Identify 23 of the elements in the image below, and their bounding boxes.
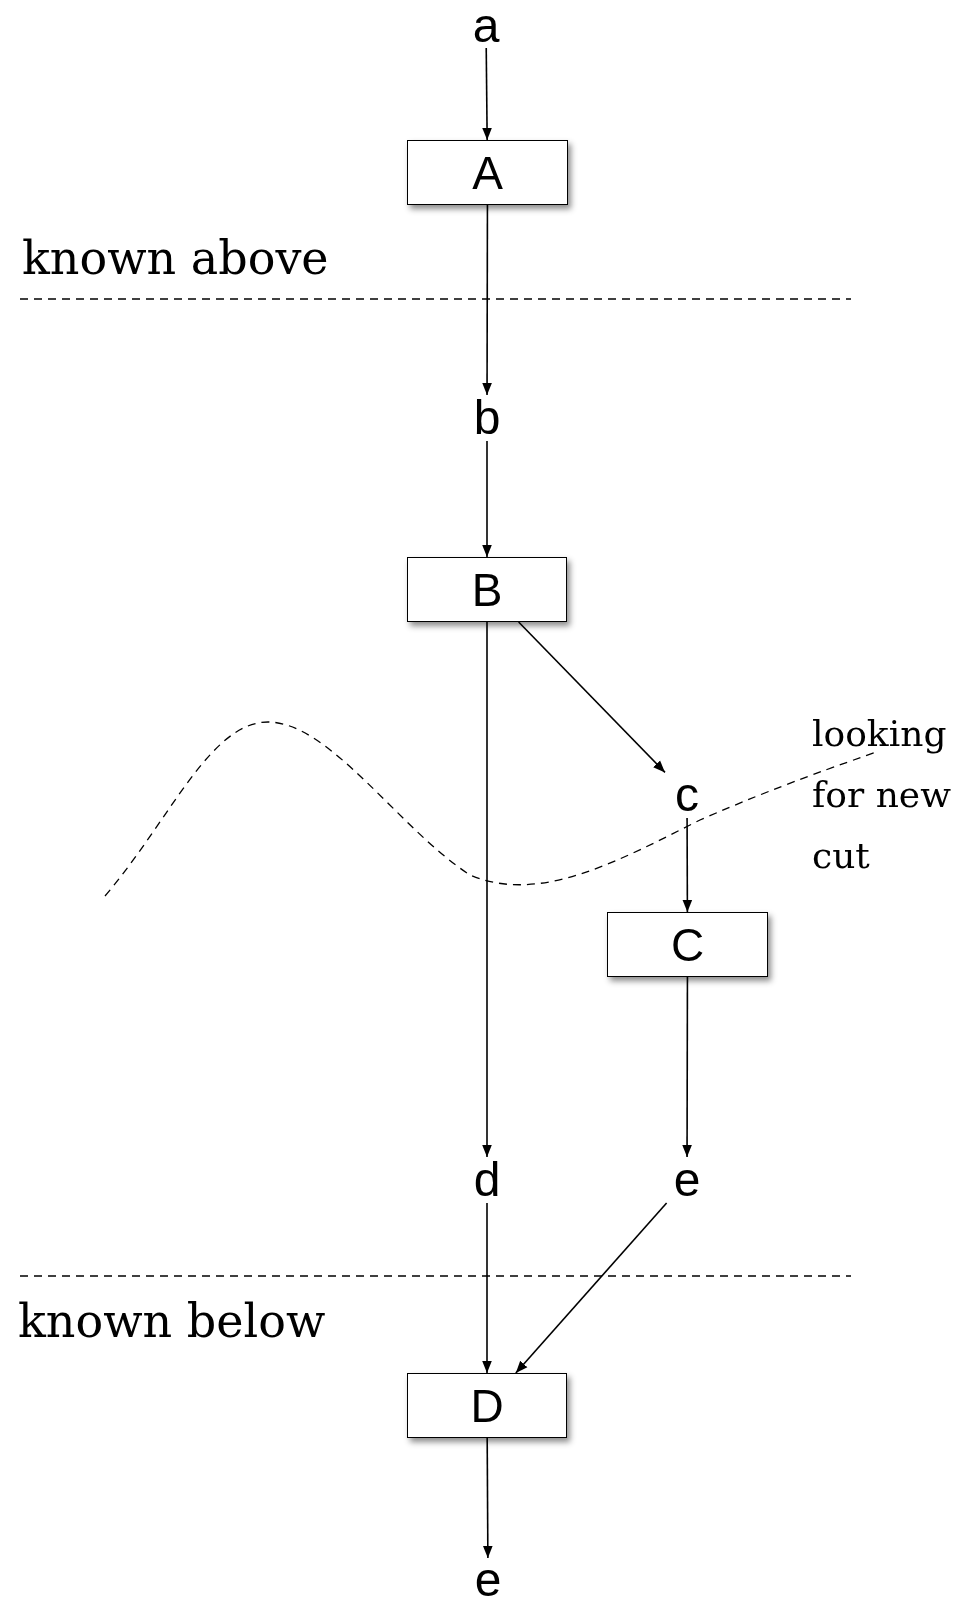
arrow	[682, 976, 692, 1158]
arrow	[482, 47, 492, 141]
signal-label: a	[464, 4, 508, 48]
arrow	[517, 621, 666, 774]
arrow	[682, 817, 693, 913]
signal-label: b	[465, 395, 509, 441]
process-box: B	[407, 557, 567, 622]
process-box: C	[607, 912, 768, 977]
arrow	[482, 1202, 492, 1374]
arrow	[483, 1437, 493, 1559]
signal-label: c	[665, 772, 709, 818]
arrow	[515, 1202, 668, 1374]
annotation-text: known below	[18, 1293, 327, 1349]
arrow	[482, 621, 492, 1158]
annotation-text: known above	[22, 230, 330, 286]
arrow	[482, 204, 492, 396]
process-box: D	[407, 1373, 567, 1438]
process-box: A	[407, 140, 568, 205]
arrow	[482, 440, 492, 558]
annotation-text: looking for new cut	[812, 712, 952, 878]
signal-label: e	[665, 1157, 709, 1203]
signal-label: e	[466, 1558, 510, 1602]
signal-label: d	[465, 1157, 509, 1203]
